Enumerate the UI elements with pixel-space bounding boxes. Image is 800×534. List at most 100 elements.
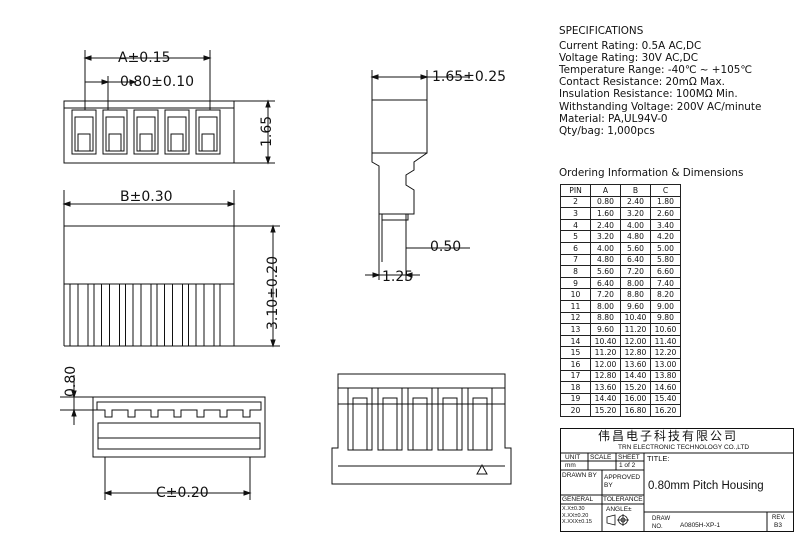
table-cell: 4.80 xyxy=(620,230,651,243)
table-cell: 10.40 xyxy=(590,334,621,348)
table-cell: 4.00 xyxy=(590,241,621,255)
spec-line: Qty/bag: 1,000pcs xyxy=(559,124,655,137)
table-cell: 8.00 xyxy=(590,299,621,313)
table-cell: 3.40 xyxy=(650,218,681,232)
table-cell: 6.60 xyxy=(650,265,681,278)
table-cell: 7.20 xyxy=(590,288,621,301)
table-cell: 5.60 xyxy=(620,241,651,255)
table-cell: 9.80 xyxy=(650,311,681,325)
spec-line: Voltage Rating: 30V AC,DC xyxy=(559,52,698,65)
table-header: PIN xyxy=(560,184,591,197)
rev-value: B3 xyxy=(774,522,782,529)
drawing-title: 0.80mm Pitch Housing xyxy=(648,480,764,492)
table-cell: 11.20 xyxy=(620,323,651,336)
table-cell: 11.20 xyxy=(590,346,621,359)
table-cell: 5.00 xyxy=(650,241,681,255)
no-label: NO. xyxy=(652,524,663,530)
table-cell: 16 xyxy=(560,357,591,371)
dim-height-top: 1.65 xyxy=(259,115,275,147)
table-cell: 11.40 xyxy=(650,334,681,348)
rear-pin xyxy=(467,387,493,451)
table-cell: 14.40 xyxy=(620,369,651,383)
table-cell: 8.80 xyxy=(620,288,651,301)
table-cell: 12.80 xyxy=(620,346,651,359)
table-cell: 4.20 xyxy=(650,230,681,243)
spec-title: SPECIFICATIONS xyxy=(559,25,644,37)
dim-a: A±0.15 xyxy=(118,50,171,66)
table-cell: 10.40 xyxy=(620,311,651,325)
table-cell: 9 xyxy=(560,276,591,290)
table-cell: 16.20 xyxy=(650,404,681,417)
table-cell: 5.60 xyxy=(590,265,621,278)
table-header: A xyxy=(590,184,621,197)
table-cell: 10.60 xyxy=(650,323,681,336)
table-cell: 5 xyxy=(560,230,591,243)
table-cell: 2.40 xyxy=(590,218,621,232)
dim-total-height: 3.10±0.20 xyxy=(265,255,281,330)
table-cell: 16.00 xyxy=(620,392,651,406)
table-cell: 15.20 xyxy=(590,404,621,417)
table-cell: 12.80 xyxy=(590,369,621,383)
table-cell: 20 xyxy=(560,404,591,417)
table-cell: 12.00 xyxy=(620,334,651,348)
rear-pin xyxy=(407,387,433,451)
table-cell: 9.60 xyxy=(620,299,651,313)
main-pin xyxy=(195,283,221,347)
top-view xyxy=(63,50,275,165)
table-cell: 13 xyxy=(560,323,591,336)
table-cell: 14.60 xyxy=(650,381,681,394)
table-header: C xyxy=(650,184,681,197)
bottom-view xyxy=(60,375,266,500)
tolerance-2: X.XX±0.20 xyxy=(562,512,589,519)
table-cell: 13.60 xyxy=(590,381,621,394)
tolerance-3: X.XXX±0.15 xyxy=(562,519,592,525)
dim-c: C±0.20 xyxy=(156,485,209,501)
dim-b: B±0.30 xyxy=(120,189,173,205)
company-name-cn: 伟昌电子科技有限公司 xyxy=(598,429,739,443)
table-cell: 14.40 xyxy=(590,392,621,406)
table-cell: 14 xyxy=(560,334,591,348)
main-view xyxy=(62,190,280,348)
main-pin xyxy=(164,283,189,347)
sheet-label: SHEET xyxy=(618,454,640,461)
rear-pin xyxy=(377,387,403,451)
table-cell: 6.40 xyxy=(590,276,621,290)
company-name-en: TRN ELECTRONIC TECHNOLOGY CO.,LTD xyxy=(618,444,750,451)
drawing-number: A0805H-XP-1 xyxy=(680,522,721,529)
table-cell: 15 xyxy=(560,346,591,359)
angle-label: ANGLE± xyxy=(606,506,632,513)
ordering-title: Ordering Information & Dimensions xyxy=(559,167,744,179)
table-cell: 12 xyxy=(560,311,591,325)
specifications: SPECIFICATIONS Current Rating: 0.5A AC,D… xyxy=(559,25,761,137)
table-cell: 2.60 xyxy=(650,207,681,220)
table-cell: 11 xyxy=(560,299,591,313)
title-block-grid xyxy=(560,428,794,532)
table-cell: 3.20 xyxy=(590,230,621,243)
table-cell: 17 xyxy=(560,369,591,383)
table-cell: 1.60 xyxy=(590,207,621,220)
table-cell: 15.20 xyxy=(620,381,651,394)
table-cell: 6 xyxy=(560,241,591,255)
table-cell: 2 xyxy=(560,195,591,209)
projection-symbol-icon xyxy=(606,514,629,526)
scale-label: SCALE xyxy=(590,454,612,461)
table-cell: 7.20 xyxy=(620,265,651,278)
table-cell: 7.40 xyxy=(650,276,681,290)
main-pin xyxy=(101,283,126,347)
top-slot xyxy=(195,109,221,155)
dim-bottom-height: 0.80 xyxy=(63,365,79,397)
spec-line: Temperature Range: -40℃ ~ +105℃ xyxy=(559,64,753,77)
